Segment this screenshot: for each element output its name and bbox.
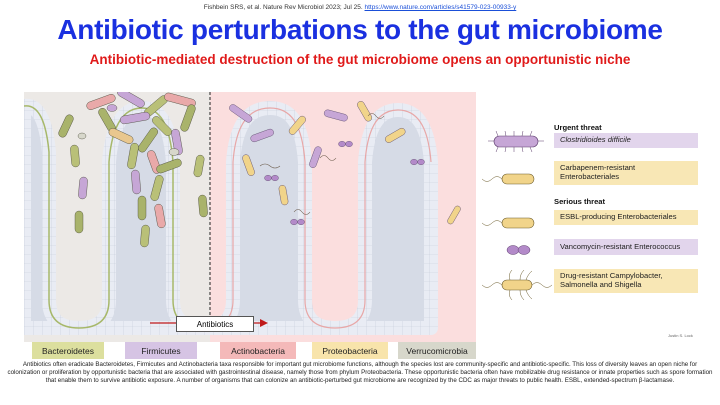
legend-label: Clostridioides difficile bbox=[560, 135, 631, 145]
phylum-proteobacteria: Proteobacteria bbox=[312, 342, 388, 359]
serious-threat-heading: Serious threat bbox=[554, 197, 606, 206]
citation: Fishbein SRS, et al. Nature Rev Microbio… bbox=[0, 4, 720, 11]
phylum-verrucomicrobia: Verrucomicrobia bbox=[398, 342, 476, 359]
phylum-firmicutes: Firmicutes bbox=[125, 342, 197, 359]
phylum-bacteroidetes: Bacteroidetes bbox=[32, 342, 104, 359]
figure-caption: Antibiotics often eradicate Bacteroidete… bbox=[7, 361, 713, 385]
citation-link[interactable]: https://www.nature.com/articles/s41579-0… bbox=[364, 4, 517, 11]
slide-title: Antibiotic perturbations to the gut micr… bbox=[57, 14, 663, 45]
legend-carbapenem: Carbapenem-resistant Enterobacteriales bbox=[554, 161, 698, 185]
enterobacteriales-rod-icon bbox=[481, 173, 535, 185]
slide-subtitle: Antibiotic-mediated destruction of the g… bbox=[89, 52, 631, 67]
phylum-actinobacteria: Actinobacteria bbox=[220, 342, 296, 359]
healthy-microbiota bbox=[58, 92, 208, 248]
threat-icons bbox=[481, 130, 553, 301]
legend-label: Drug-resistant Campylobacter, Salmonella… bbox=[560, 271, 663, 289]
flagellated-bacterium-icon bbox=[481, 269, 553, 301]
antibiotics-label: Antibiotics bbox=[176, 316, 254, 332]
legend-campylobacter: Drug-resistant Campylobacter, Salmonella… bbox=[554, 269, 698, 293]
flagella bbox=[259, 113, 385, 215]
legend-clostridioides: Clostridioides difficile bbox=[554, 133, 698, 148]
illustrator-credit: Justin S. Lock bbox=[668, 333, 693, 338]
legend-esbl: ESBL-producing Enterobacteriales bbox=[554, 210, 698, 225]
esbl-rod-icon bbox=[481, 217, 535, 229]
enterococcus-diplococcus-icon bbox=[506, 245, 531, 255]
clostridioides-bacterium-icon bbox=[488, 130, 544, 153]
legend-label: Vancomycin-resistant Enterococcus bbox=[560, 241, 681, 251]
legend-label: ESBL-producing Enterobacteriales bbox=[560, 212, 677, 222]
citation-text: Fishbein SRS, et al. Nature Rev Microbio… bbox=[203, 4, 363, 11]
legend-enterococcus: Vancomycin-resistant Enterococcus bbox=[554, 239, 698, 255]
legend-label: Carbapenem-resistant Enterobacteriales bbox=[560, 163, 636, 181]
urgent-threat-heading: Urgent threat bbox=[554, 123, 602, 132]
gut-crypt-illustration bbox=[24, 92, 476, 342]
opportunistic-bacteria bbox=[229, 101, 461, 225]
